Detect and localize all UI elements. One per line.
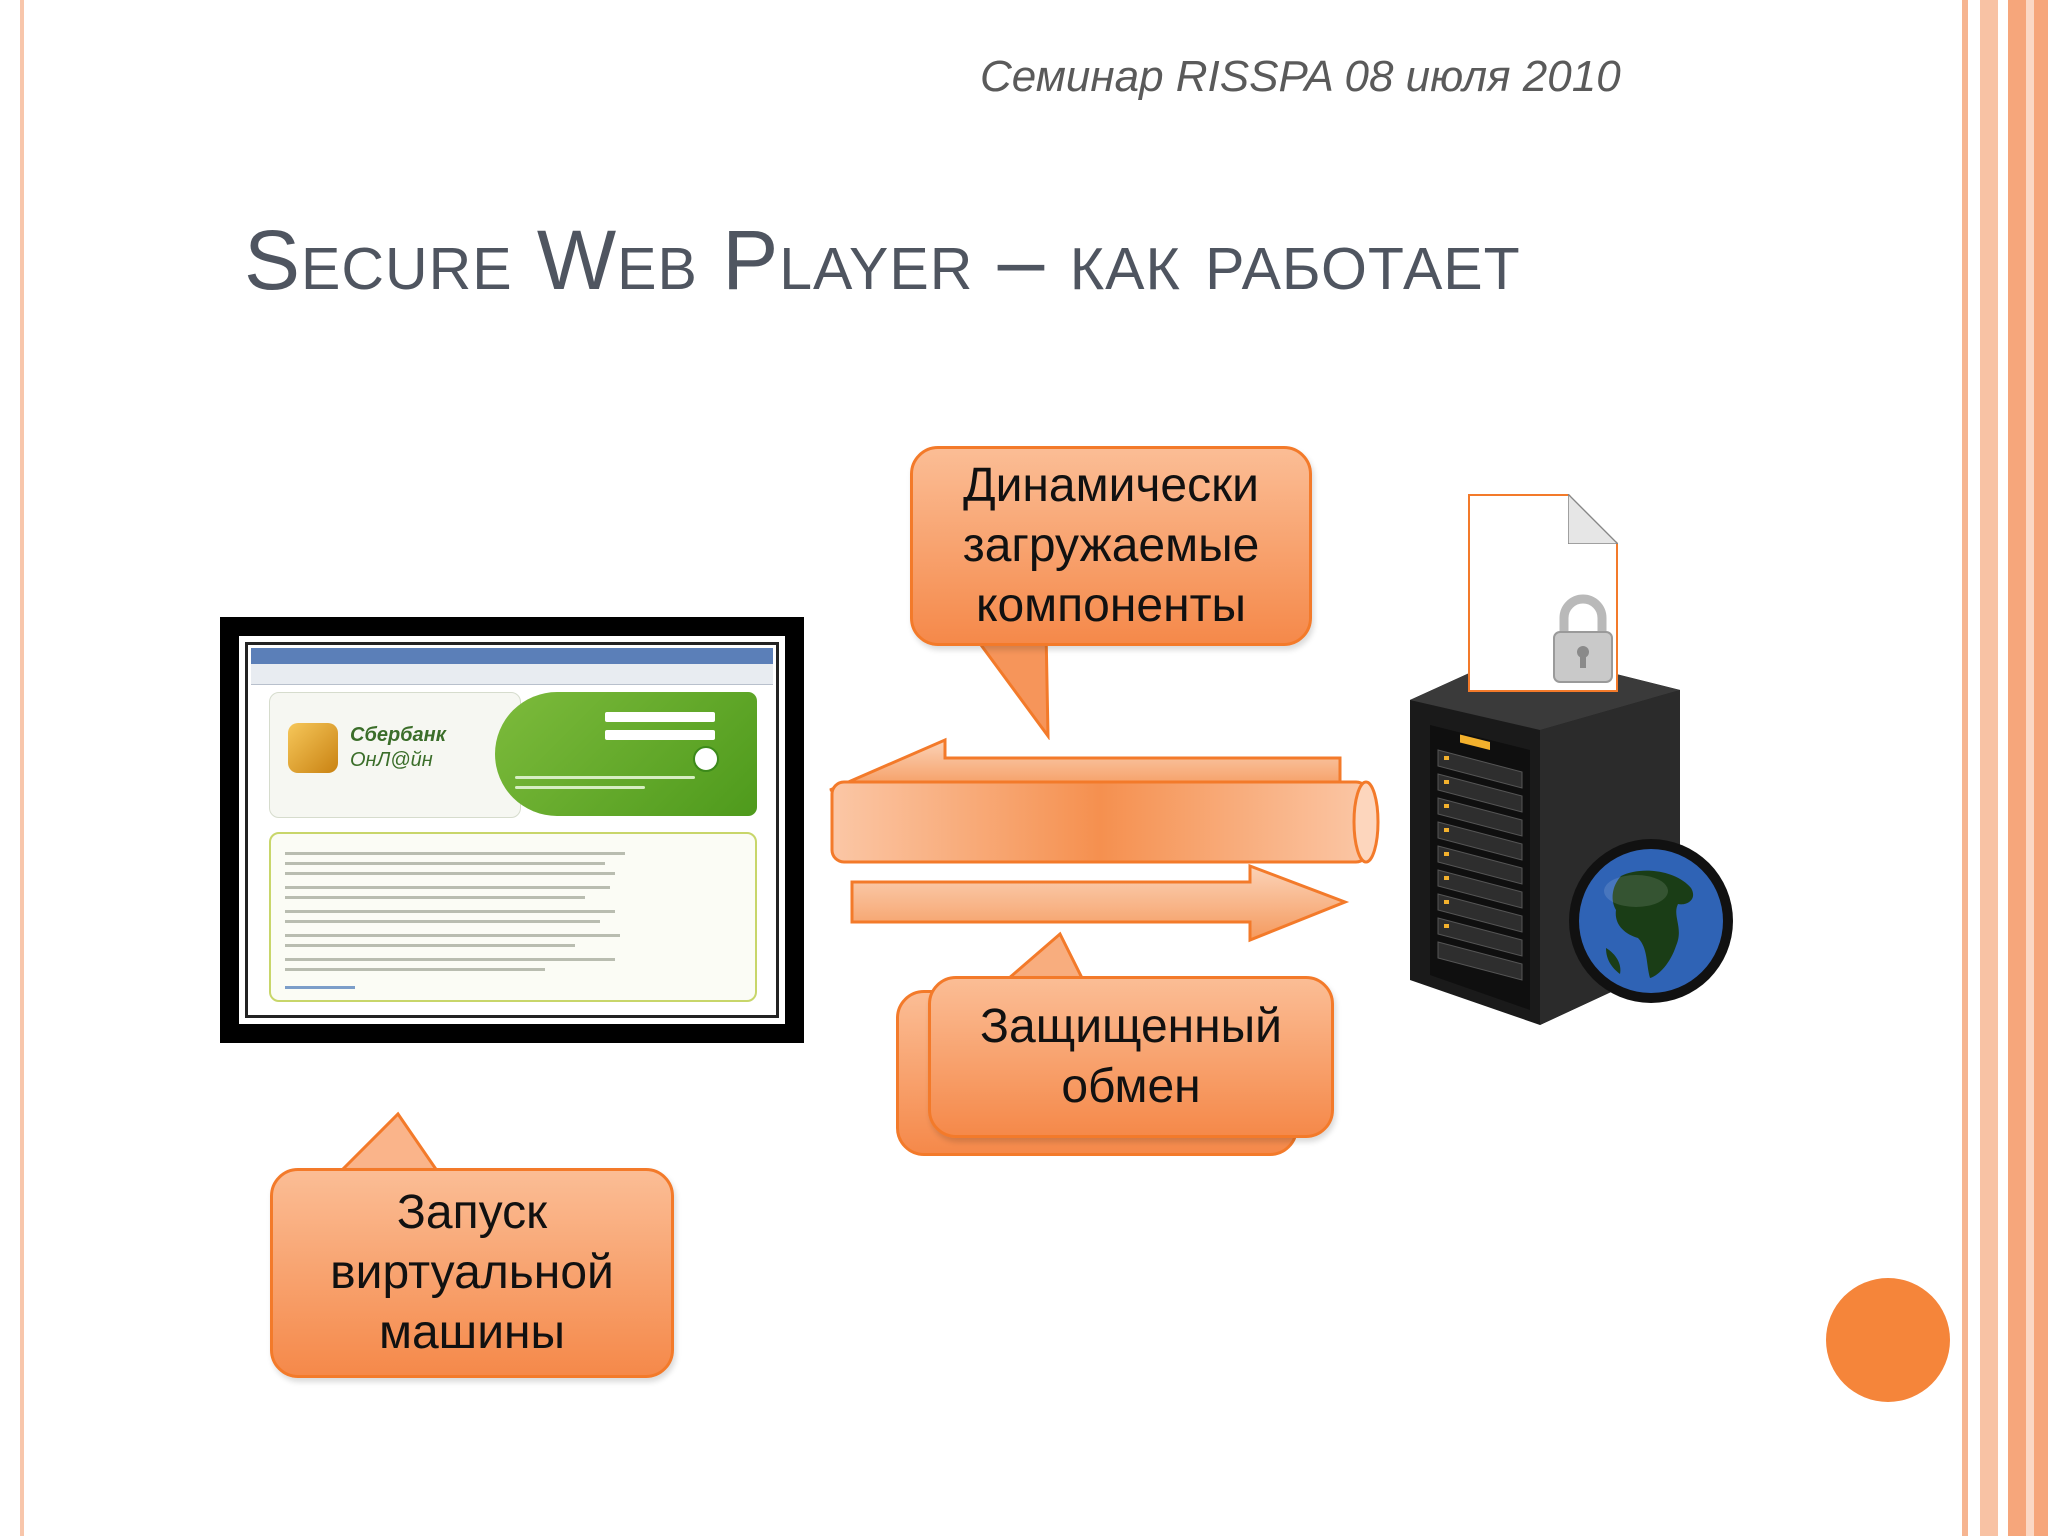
callout-secure: Защищенный обмен <box>928 976 1334 1138</box>
lock-icon <box>1553 594 1613 683</box>
login-arrow-icon <box>693 746 719 772</box>
text-line <box>285 852 625 855</box>
slide-title: Secure Web Player – как работает <box>244 213 1521 307</box>
arrow-right-icon <box>850 863 1350 943</box>
document-fold <box>1568 494 1618 544</box>
sberbank-logo-text: Сбербанк <box>350 724 446 746</box>
text-line <box>285 872 615 875</box>
decor-left-line <box>20 0 24 1536</box>
login-field <box>605 712 715 722</box>
secure-pipe <box>830 780 1380 864</box>
decor-stripe-2 <box>1980 0 1998 1536</box>
browser-window: Сбербанк ОнЛ@йн <box>236 633 788 1027</box>
text-line <box>285 886 610 889</box>
locked-document-icon <box>1468 494 1618 692</box>
callout-dynamic-tail <box>968 630 1050 740</box>
text-line <box>285 862 605 865</box>
text-line <box>285 944 575 947</box>
text-line <box>285 986 355 989</box>
decor-stripe-4 <box>2026 0 2034 1536</box>
decor-stripe-1 <box>1962 0 1968 1536</box>
globe-icon <box>1569 839 1733 1003</box>
callout-dynamic: Динамически загружаемые компоненты <box>910 446 1312 646</box>
header-note: Семинар RISSPA 08 июля 2010 <box>980 52 1621 101</box>
sberbank-logo-subtext: ОнЛ@йн <box>350 749 433 771</box>
sberbank-card: Сбербанк ОнЛ@йн <box>269 692 521 818</box>
decor-orange-dot <box>1826 1278 1950 1402</box>
callout-launch: Запуск виртуальной машины <box>270 1168 674 1378</box>
text-line <box>285 958 615 961</box>
login-caption-2 <box>515 786 645 789</box>
browser-screenshot: Сбербанк ОнЛ@йн <box>220 617 804 1043</box>
text-line <box>285 910 615 913</box>
password-field <box>605 730 715 740</box>
text-line <box>285 896 585 899</box>
text-line <box>285 934 620 937</box>
browser-titlebar <box>251 648 773 664</box>
callout-launch-text: Запуск виртуальной машины <box>330 1186 614 1359</box>
text-line <box>285 968 545 971</box>
exchange-arrows <box>829 737 1380 943</box>
login-panel <box>495 692 757 816</box>
browser-menubar <box>251 664 773 685</box>
sberbank-logo-icon <box>288 723 338 773</box>
login-caption <box>515 776 695 779</box>
text-line <box>285 920 600 923</box>
content-box <box>269 832 757 1002</box>
callout-dynamic-text: Динамически загружаемые компоненты <box>962 459 1260 632</box>
callout-secure-text: Защищенный обмен <box>980 1000 1282 1113</box>
